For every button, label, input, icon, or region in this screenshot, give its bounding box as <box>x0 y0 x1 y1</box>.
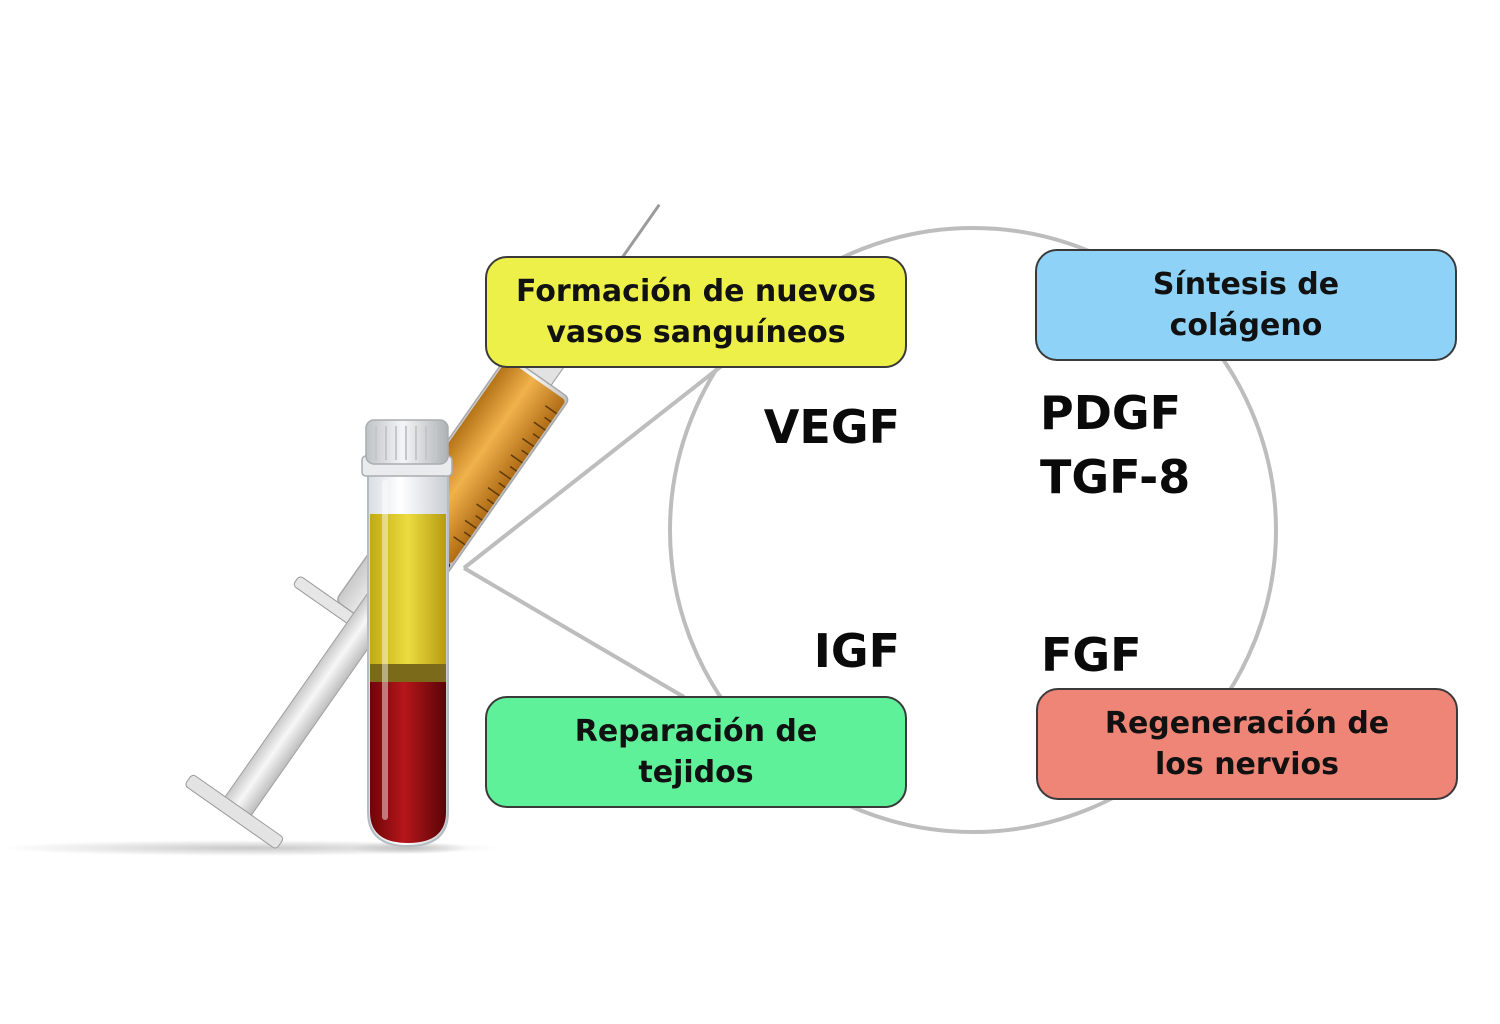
box-repair-line1: Reparación de <box>574 714 818 749</box>
box-vessels-line1: Formación de nuevos <box>515 274 876 309</box>
box-collagen-synthesis: Síntesis de colágeno <box>1035 249 1457 361</box>
factor-vegf: VEGF <box>763 400 900 454</box>
test-tube-icon <box>361 419 453 848</box>
box-collagen-line1: Síntesis de <box>1152 267 1340 302</box>
factor-circle <box>668 226 1278 834</box>
zoom-connector <box>462 362 726 699</box>
box-nerves-line1: Regeneración de <box>1104 706 1390 741</box>
box-nerves-line2: los nervios <box>1155 747 1339 782</box>
factor-igf: IGF <box>813 624 900 678</box>
box-tissue-repair: Reparación de tejidos <box>485 696 907 808</box>
box-repair-line2: tejidos <box>638 755 754 790</box>
box-vessels-line2: vasos sanguíneos <box>546 315 846 350</box>
box-collagen-line2: colágeno <box>1169 308 1323 343</box>
factor-pdgf: PDGF <box>1040 386 1182 440</box>
factor-fgf: FGF <box>1041 628 1142 682</box>
factor-tgf: TGF-8 <box>1040 450 1191 504</box>
box-nerve-regeneration: Regeneración de los nervios <box>1036 688 1458 800</box>
box-new-blood-vessels: Formación de nuevos vasos sanguíneos <box>485 256 907 368</box>
